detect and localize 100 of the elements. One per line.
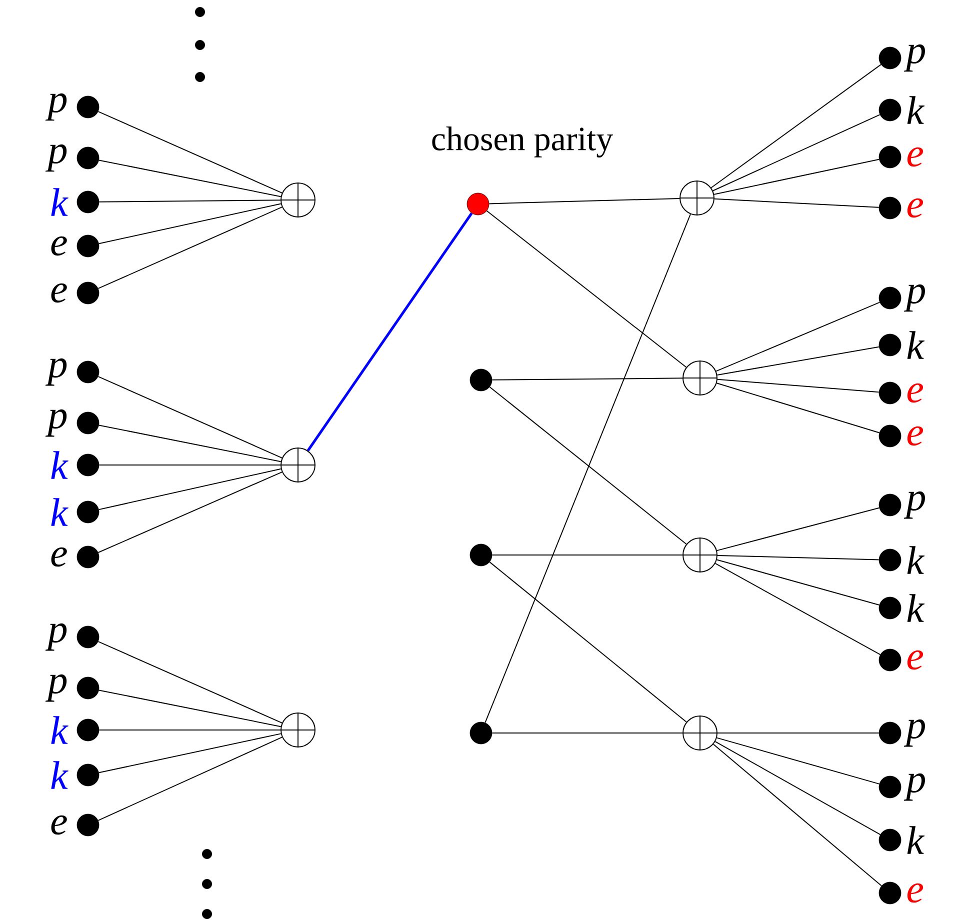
connector-line — [714, 198, 880, 208]
dot — [878, 286, 902, 310]
connector-line — [98, 733, 282, 774]
connector-line — [98, 641, 282, 724]
connector-line — [716, 382, 880, 434]
connector-line — [712, 744, 882, 886]
node-label: e — [907, 147, 924, 167]
connector-line — [98, 160, 282, 198]
dot — [878, 596, 902, 620]
connector-line — [492, 732, 683, 734]
node-label: k — [51, 451, 68, 479]
connector-line — [717, 554, 880, 560]
xor-symbol — [682, 716, 718, 750]
connector-line — [714, 562, 881, 656]
dot — [466, 192, 490, 216]
connector-line — [716, 737, 880, 784]
dot — [878, 882, 902, 904]
node-label: e — [51, 815, 67, 835]
dot — [878, 46, 902, 70]
dot — [76, 282, 100, 304]
node-label: e — [51, 547, 67, 567]
node-label: p — [45, 623, 67, 651]
node-label: k — [51, 716, 68, 744]
dot — [76, 764, 100, 786]
connector-line — [492, 554, 683, 556]
node-label: k — [51, 498, 68, 526]
connector-line — [714, 158, 880, 195]
connector-line — [98, 200, 281, 202]
node-label: k — [907, 546, 925, 574]
connector-line — [716, 302, 880, 372]
dot — [76, 360, 100, 384]
connector-line — [98, 468, 282, 510]
node-label: e — [51, 236, 67, 256]
dot — [76, 454, 100, 476]
dot — [878, 494, 902, 516]
node-label: e — [907, 650, 924, 670]
connector-line — [489, 386, 687, 545]
dot — [76, 718, 100, 742]
connector-line — [98, 690, 282, 728]
node-label: k — [907, 331, 925, 359]
connector-line — [98, 206, 282, 289]
connector-line — [98, 464, 281, 466]
connector-line — [716, 346, 880, 376]
dot — [878, 828, 902, 852]
connector-line — [98, 203, 282, 244]
node-label: p — [904, 284, 925, 312]
connector-line — [98, 111, 282, 194]
dot — [878, 334, 902, 356]
dot — [878, 548, 902, 572]
node-label: e — [907, 198, 924, 218]
node-label: p — [45, 409, 67, 437]
dot — [470, 544, 492, 566]
connector-line — [714, 741, 881, 836]
node-label: p — [45, 358, 67, 386]
connector-line — [484, 214, 691, 724]
node-label: k — [51, 761, 68, 789]
connector-line — [716, 378, 880, 393]
dot — [76, 814, 100, 836]
dot — [878, 722, 902, 744]
connector-line — [306, 212, 473, 452]
connector-line — [98, 376, 282, 458]
xor-symbol — [280, 448, 316, 482]
node-label: k — [907, 96, 925, 124]
xor-symbol — [682, 538, 718, 572]
node-label: k — [51, 188, 68, 216]
connector-line — [716, 507, 880, 552]
node-label: p — [45, 144, 67, 172]
xor-symbol — [280, 712, 316, 748]
node-label: p — [904, 491, 925, 519]
dot — [878, 648, 902, 672]
connector-line — [489, 562, 687, 722]
connector-line — [98, 472, 282, 553]
connector-line — [717, 732, 880, 734]
dot — [76, 146, 100, 170]
connector-line — [98, 424, 282, 462]
dot — [470, 368, 492, 392]
node-label: e — [907, 383, 924, 403]
dot — [76, 190, 100, 214]
node-label: k — [907, 826, 925, 854]
xor-symbol — [280, 182, 316, 218]
dot — [878, 382, 902, 404]
dot — [76, 412, 100, 434]
dot — [470, 722, 492, 744]
node-label: p — [45, 674, 67, 702]
node-label: p — [45, 93, 67, 121]
connector-line — [710, 64, 882, 188]
node-label: e — [51, 283, 67, 303]
dot — [878, 776, 902, 798]
dot — [878, 196, 902, 220]
node-label: p — [904, 44, 925, 72]
dot — [878, 146, 902, 168]
node-label: e — [907, 426, 924, 446]
dot — [878, 424, 902, 448]
node-label: chosen parity — [432, 126, 614, 158]
dot — [76, 676, 100, 700]
xor-symbol — [682, 360, 718, 396]
xor-symbol — [680, 180, 714, 216]
node-label: p — [904, 773, 925, 801]
connector-line — [486, 210, 687, 368]
node-label: p — [904, 719, 925, 747]
